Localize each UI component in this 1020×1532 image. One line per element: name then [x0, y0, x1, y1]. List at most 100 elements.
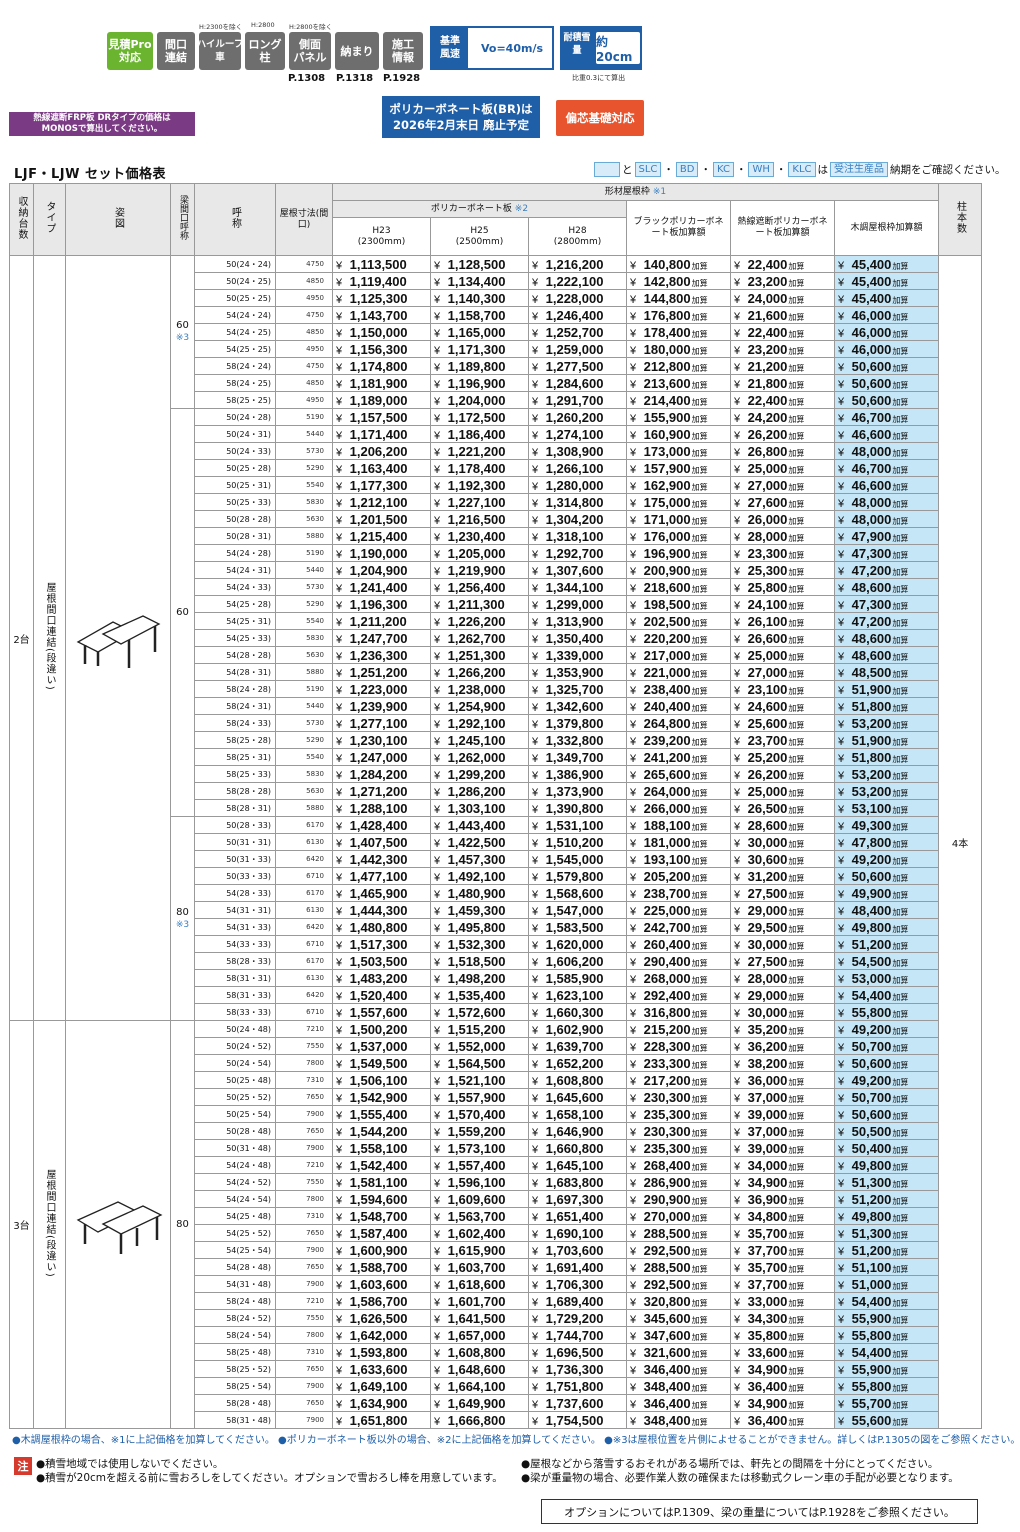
price-h28: ¥ 1,228,000 — [528, 289, 627, 307]
wood-add: ¥ 51,200加算 — [833, 935, 940, 953]
price-h23: ¥ 1,517,300 — [332, 935, 431, 953]
black-add: ¥ 346,400加算 — [626, 1360, 731, 1378]
price-h23: ¥ 1,587,400 — [332, 1224, 431, 1242]
model-name: 54(28・31) — [194, 663, 276, 681]
wood-add: ¥ 51,300加算 — [833, 1224, 940, 1242]
black-add: ¥ 321,600加算 — [626, 1343, 731, 1361]
black-add: ¥ 238,400加算 — [626, 680, 731, 698]
price-h25: ¥ 1,221,200 — [430, 442, 529, 460]
header-count: 収納台数 — [9, 183, 34, 256]
roof-size: 7650 — [275, 1258, 333, 1276]
price-h23: ¥ 1,444,300 — [332, 901, 431, 919]
wind-label: 基準 風速 — [432, 28, 468, 68]
black-add: ¥ 212,800加算 — [626, 357, 731, 375]
table-row: 58(25・31)5540¥ 1,247,000¥ 1,262,000¥ 1,3… — [10, 748, 982, 766]
roof-size: 7210 — [275, 1020, 333, 1038]
price-h23: ¥ 1,150,000 — [332, 323, 431, 341]
table-row: 50(25・52)7650¥ 1,542,900¥ 1,557,900¥ 1,6… — [10, 1088, 982, 1106]
price-h23: ¥ 1,542,400 — [332, 1156, 431, 1174]
roof-size: 5290 — [275, 595, 333, 613]
model-name: 50(33・33) — [194, 867, 276, 885]
black-add: ¥ 260,400加算 — [626, 935, 731, 953]
table-row: 54(25・54)7900¥ 1,600,900¥ 1,615,900¥ 1,7… — [10, 1241, 982, 1259]
price-h28: ¥ 1,744,700 — [528, 1326, 627, 1344]
price-h25: ¥ 1,196,900 — [430, 374, 529, 392]
price-h28: ¥ 1,690,100 — [528, 1224, 627, 1242]
roof-size: 5540 — [275, 476, 333, 494]
wood-add: ¥ 51,100加算 — [833, 1258, 940, 1276]
price-h28: ¥ 1,751,800 — [528, 1377, 627, 1395]
heat-add: ¥ 27,500加算 — [730, 952, 835, 970]
heat-add: ¥ 33,600加算 — [730, 1343, 835, 1361]
model-name: 50(24・28) — [194, 408, 276, 426]
wood-add: ¥ 53,200加算 — [833, 782, 940, 800]
black-add: ¥ 205,200加算 — [626, 867, 731, 885]
black-add: ¥ 171,000加算 — [626, 510, 731, 528]
price-h25: ¥ 1,518,500 — [430, 952, 529, 970]
wood-add: ¥ 49,800加算 — [833, 918, 940, 936]
roof-size: 5630 — [275, 782, 333, 800]
price-h25: ¥ 1,140,300 — [430, 289, 529, 307]
roof-size: 7210 — [275, 1156, 333, 1174]
heat-add: ¥ 28,600加算 — [730, 816, 835, 834]
heat-add: ¥ 23,200加算 — [730, 272, 835, 290]
wood-add: ¥ 49,200加算 — [833, 1020, 940, 1038]
model-name: 50(25・28) — [194, 459, 276, 477]
wood-add: ¥ 51,900加算 — [833, 731, 940, 749]
price-h23: ¥ 1,594,600 — [332, 1190, 431, 1208]
price-h28: ¥ 1,390,800 — [528, 799, 627, 817]
snow-value: 約20cm — [596, 32, 640, 64]
roof-size: 4750 — [275, 306, 333, 324]
footer-blue-note: ●木調屋根枠の場合、※1に上記価格を加算してください。 ●ポリカーボネート板以外… — [12, 1435, 1020, 1446]
heat-add: ¥ 36,000加算 — [730, 1071, 835, 1089]
page-ref-longpole[interactable]: P.1308 — [288, 73, 326, 84]
price-h25: ¥ 1,245,100 — [430, 731, 529, 749]
table-row: 54(25・31)5540¥ 1,211,200¥ 1,226,200¥ 1,3… — [10, 612, 982, 630]
price-h23: ¥ 1,557,600 — [332, 1003, 431, 1021]
heat-add: ¥ 24,100加算 — [730, 595, 835, 613]
model-name: 50(31・48) — [194, 1139, 276, 1157]
wood-add: ¥ 50,500加算 — [833, 1122, 940, 1140]
wood-add: ¥ 54,400加算 — [833, 1343, 940, 1361]
heat-add: ¥ 35,700加算 — [730, 1224, 835, 1242]
model-name: 54(24・54) — [194, 1190, 276, 1208]
price-h28: ¥ 1,660,800 — [528, 1139, 627, 1157]
model-name: 54(24・52) — [194, 1173, 276, 1191]
black-add: ¥ 348,400加算 — [626, 1377, 731, 1395]
heat-add: ¥ 25,000加算 — [730, 459, 835, 477]
roof-size: 4850 — [275, 323, 333, 341]
price-h28: ¥ 1,277,500 — [528, 357, 627, 375]
heat-add: ¥ 27,000加算 — [730, 663, 835, 681]
price-h28: ¥ 1,318,100 — [528, 527, 627, 545]
price-h28: ¥ 1,639,700 — [528, 1037, 627, 1055]
table-row: 50(25・28)5290¥ 1,163,400¥ 1,178,400¥ 1,2… — [10, 459, 982, 477]
heat-add: ¥ 28,000加算 — [730, 527, 835, 545]
page-ref-sidepanel[interactable]: P.1318 — [336, 73, 374, 84]
price-h25: ¥ 1,602,400 — [430, 1224, 529, 1242]
option-reference: オプションについてはP.1309、梁の重量についてはP.1928をご参照ください… — [541, 1499, 978, 1524]
wood-add: ¥ 47,300加算 — [833, 544, 940, 562]
model-name: 54(24・33) — [194, 578, 276, 596]
price-h23: ¥ 1,465,900 — [332, 884, 431, 902]
wood-add: ¥ 46,000加算 — [833, 340, 940, 358]
longpole-note: H:2800 — [251, 21, 275, 29]
price-h23: ¥ 1,156,300 — [332, 340, 431, 358]
heat-add: ¥ 27,600加算 — [730, 493, 835, 511]
price-h28: ¥ 1,623,100 — [528, 986, 627, 1004]
roof-size: 7800 — [275, 1326, 333, 1344]
price-h25: ¥ 1,172,500 — [430, 408, 529, 426]
price-h28: ¥ 1,304,200 — [528, 510, 627, 528]
wood-add: ¥ 51,200加算 — [833, 1190, 940, 1208]
roof-size: 5730 — [275, 714, 333, 732]
price-h25: ¥ 1,492,100 — [430, 867, 529, 885]
price-h23: ¥ 1,544,200 — [332, 1122, 431, 1140]
maguchi-renketsu-badge: 間口 連結 — [157, 32, 195, 70]
price-h23: ¥ 1,500,200 — [332, 1020, 431, 1038]
model-name: 58(25・25) — [194, 391, 276, 409]
heat-add: ¥ 26,200加算 — [730, 765, 835, 783]
table-row: 58(24・31)5440¥ 1,239,900¥ 1,254,900¥ 1,3… — [10, 697, 982, 715]
page-ref-osamari[interactable]: P.1928 — [383, 73, 421, 84]
black-add: ¥ 155,900加算 — [626, 408, 731, 426]
